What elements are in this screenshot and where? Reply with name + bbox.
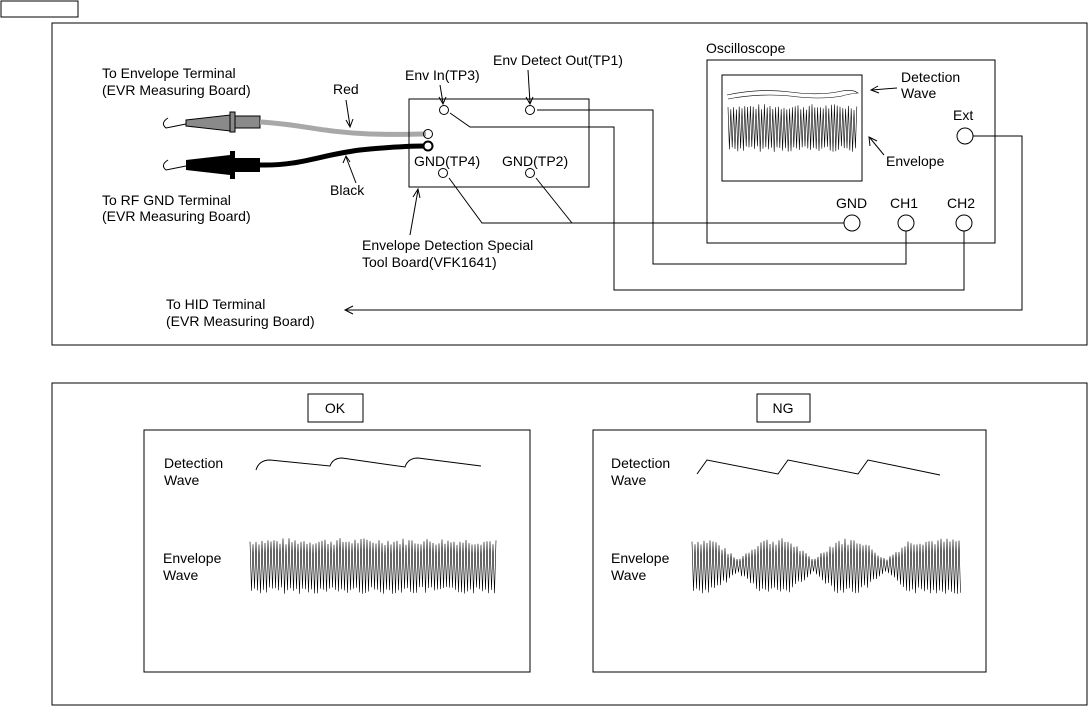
ng-badge: NG [773, 400, 794, 416]
ok-badge-box [307, 393, 364, 423]
rf-gnd-sublabel: (EVR Measuring Board) [102, 208, 251, 224]
ng-envelope-label: Envelope [611, 550, 670, 566]
tp4-point [438, 168, 448, 178]
red-leader-arrow [345, 118, 354, 129]
ok-screen [143, 429, 531, 673]
red-label: Red [333, 81, 359, 97]
tp1-pointer-arrow [525, 96, 534, 106]
hid-sublabel: (EVR Measuring Board) [166, 313, 315, 329]
env-in-label: Env In(TP3) [405, 67, 480, 83]
scope-detection-label: Detection [901, 69, 960, 85]
comparison-panel: OK Detection Wave Envelope Wave NG Detec… [51, 382, 1088, 706]
ok-envelope-wave [249, 538, 497, 594]
scope-detection-pointer [871, 87, 898, 91]
ng-detection-sublabel: Wave [611, 472, 646, 488]
wire-tp1-to-ch1 [537, 109, 907, 265]
rf-gnd-label: To RF GND Terminal [102, 192, 231, 208]
hid-label: To HID Terminal [166, 296, 265, 312]
black-probe-collar [230, 151, 235, 179]
tp2-point [525, 168, 535, 178]
wire-tp3-to-ch2 [449, 112, 965, 291]
black-input-jack [422, 140, 434, 152]
ng-badge-box [756, 393, 811, 423]
ch2-jack [955, 214, 973, 232]
red-input-jack [423, 129, 433, 139]
black-probe-grip [235, 158, 260, 172]
ng-detection-label: Detection [611, 455, 670, 471]
red-probe-body [185, 114, 231, 132]
black-leader [345, 156, 357, 184]
tp1-pointer [527, 69, 531, 104]
scope-detection-trace [726, 90, 859, 100]
red-probe-collar [229, 111, 236, 133]
oscilloscope-title: Oscilloscope [706, 40, 786, 56]
wire-tp2-to-gnd [535, 177, 573, 224]
ng-envelope-wave [691, 538, 961, 594]
gnd-label: GND [836, 195, 867, 211]
scope-detection-pointer-arrow [869, 85, 880, 94]
ng-envelope-sublabel: Wave [611, 567, 646, 583]
black-probe-hook [162, 159, 187, 171]
gnd-jack [843, 214, 861, 232]
ng-detection-wave [696, 459, 941, 476]
black-probe [162, 143, 427, 179]
ext-label: Ext [953, 107, 973, 123]
tp3-pointer-arrow [438, 96, 447, 106]
tool-board-pointer [409, 189, 419, 236]
ch1-jack [897, 214, 915, 232]
env-detect-out-label: Env Detect Out(TP1) [493, 52, 623, 68]
red-probe [162, 111, 427, 137]
tp1-point [525, 105, 535, 115]
ok-detection-sublabel: Wave [164, 472, 199, 488]
gnd-tp4-label: GND(TP4) [414, 153, 480, 169]
ok-envelope-sublabel: Wave [163, 567, 198, 583]
ok-badge: OK [325, 400, 346, 416]
envelope-terminal-label: To Envelope Terminal [102, 65, 236, 81]
red-probe-grip [234, 115, 261, 129]
setup-panel: To Envelope Terminal (EVR Measuring Boar… [51, 22, 1088, 346]
black-probe-body [186, 155, 230, 175]
ch2-label: CH2 [947, 195, 975, 211]
black-label: Black [330, 182, 365, 198]
wire-tp4-to-gnd [448, 177, 844, 224]
tp3-pointer [439, 84, 444, 104]
scope-detection-sublabel: Wave [901, 85, 936, 101]
tool-board-name: Envelope Detection Special [362, 237, 533, 253]
red-leader [345, 99, 351, 127]
ch1-label: CH1 [890, 195, 918, 211]
black-lead-wire [259, 143, 427, 168]
gnd-tp2-label: GND(TP2) [502, 153, 568, 169]
scope-envelope-pointer [869, 137, 885, 156]
red-lead-wire [259, 119, 427, 137]
scope-envelope-label: Envelope [886, 153, 945, 169]
black-leader-arrow [342, 154, 351, 164]
ng-screen [592, 429, 987, 673]
comparison-frame [51, 382, 1088, 706]
tool-board-pointer-arrow [412, 187, 421, 199]
ok-detection-wave [255, 457, 482, 471]
oscilloscope-body [706, 59, 996, 244]
envelope-terminal-sublabel: (EVR Measuring Board) [102, 82, 251, 98]
ext-jack [956, 127, 974, 145]
ok-envelope-label: Envelope [163, 550, 222, 566]
oscilloscope-screen [721, 74, 863, 182]
scope-envelope-trace [727, 104, 858, 152]
corner-tab [0, 0, 79, 18]
wire-ext-to-hid [346, 135, 1023, 311]
tool-board-model: Tool Board(VFK1641) [362, 254, 497, 270]
tp3-point [439, 105, 449, 115]
hid-arrow [343, 305, 354, 315]
tool-board [408, 98, 590, 188]
scope-envelope-pointer-arrow [868, 136, 878, 147]
red-probe-hook [162, 117, 187, 129]
ok-detection-label: Detection [164, 455, 223, 471]
setup-frame [51, 22, 1088, 346]
